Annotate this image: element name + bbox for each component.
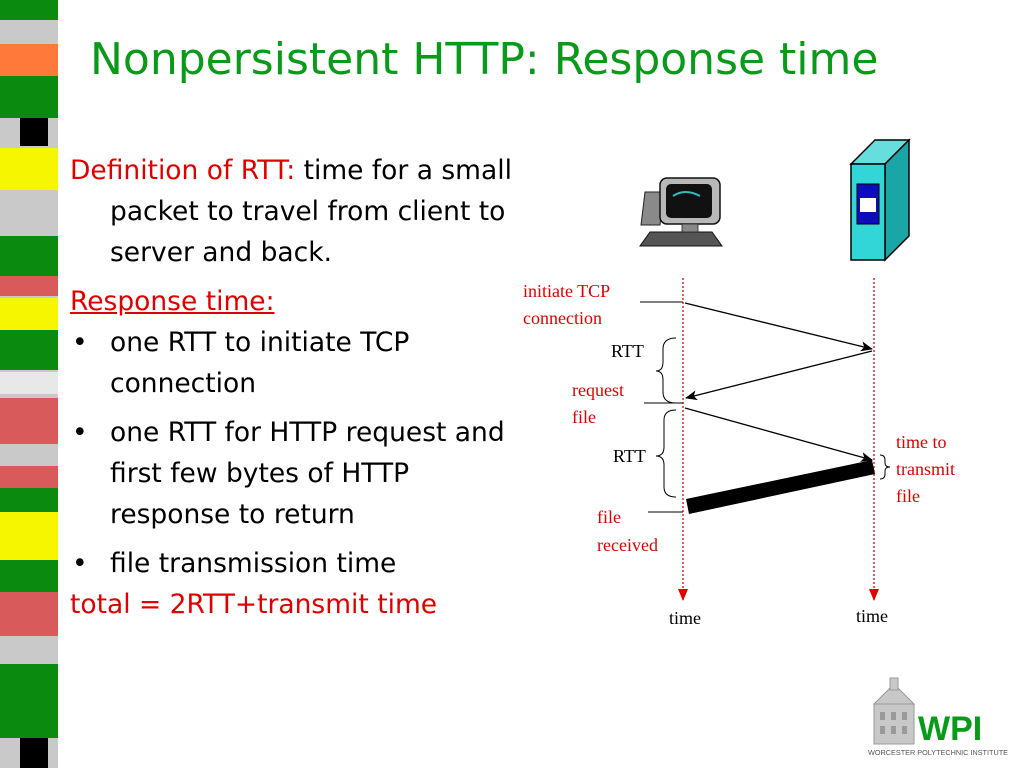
- rtt-definition: Definition of RTT: time for a small pack…: [70, 150, 520, 273]
- wpi-logo-text: WPI: [918, 710, 982, 748]
- bullet-icon: •: [72, 327, 88, 358]
- request-file-label: file: [572, 407, 596, 427]
- bullet-item: • one RTT for HTTP request and first few …: [70, 412, 520, 535]
- initiate-tcp-label: connection: [523, 308, 602, 328]
- slide-body: Definition of RTT: time for a small pack…: [70, 150, 520, 625]
- rtt-brace: [655, 337, 677, 404]
- bullet-text: one RTT for HTTP request and first few b…: [110, 417, 505, 530]
- file-transmission-band: [686, 460, 875, 514]
- bullet-icon: •: [72, 548, 88, 579]
- request-file-label: request: [572, 380, 624, 400]
- transmit-label: transmit: [896, 459, 955, 479]
- rtt-definition-term: Definition of RTT:: [70, 155, 296, 186]
- bullet-icon: •: [72, 417, 88, 448]
- server-time-label: time: [856, 606, 888, 626]
- bullet-item: • file transmission time: [70, 543, 520, 584]
- tcp-syn-arrow: [684, 302, 873, 352]
- wpi-logo: WPI WORCESTER POLYTECHNIC INSTITUTE: [868, 677, 1008, 757]
- rtt-brace: [655, 409, 677, 498]
- http-request-arrow: [684, 407, 873, 462]
- bullet-text: one RTT to initiate TCP connection: [110, 327, 410, 399]
- tcp-ack-arrow: [685, 350, 873, 401]
- transmit-label: time to: [896, 432, 947, 452]
- wpi-logo-subtitle: WORCESTER POLYTECHNIC INSTITUTE: [868, 750, 1008, 757]
- decorative-side-strip: [0, 0, 58, 768]
- transmit-brace: [879, 454, 891, 480]
- bullet-text: file transmission time: [110, 548, 397, 579]
- client-computer-icon: [639, 177, 723, 247]
- response-time-heading: Response time:: [70, 286, 275, 317]
- rtt-label: RTT: [611, 341, 644, 361]
- rtt-label: RTT: [613, 446, 646, 466]
- rtt-definition-text: time for a small packet to travel from c…: [110, 155, 512, 268]
- file-received-label: received: [597, 535, 658, 555]
- server-icon: [849, 138, 911, 262]
- file-received-label: file: [597, 507, 621, 527]
- client-time-label: time: [669, 608, 701, 628]
- bullet-item: • one RTT to initiate TCP connection: [70, 322, 520, 404]
- slide-title: Nonpersistent HTTP: Response time: [90, 34, 879, 85]
- total-formula: total = 2RTT+transmit time: [70, 589, 438, 620]
- initiate-tcp-label: initiate TCP: [523, 281, 610, 301]
- transmit-label: file: [896, 486, 920, 506]
